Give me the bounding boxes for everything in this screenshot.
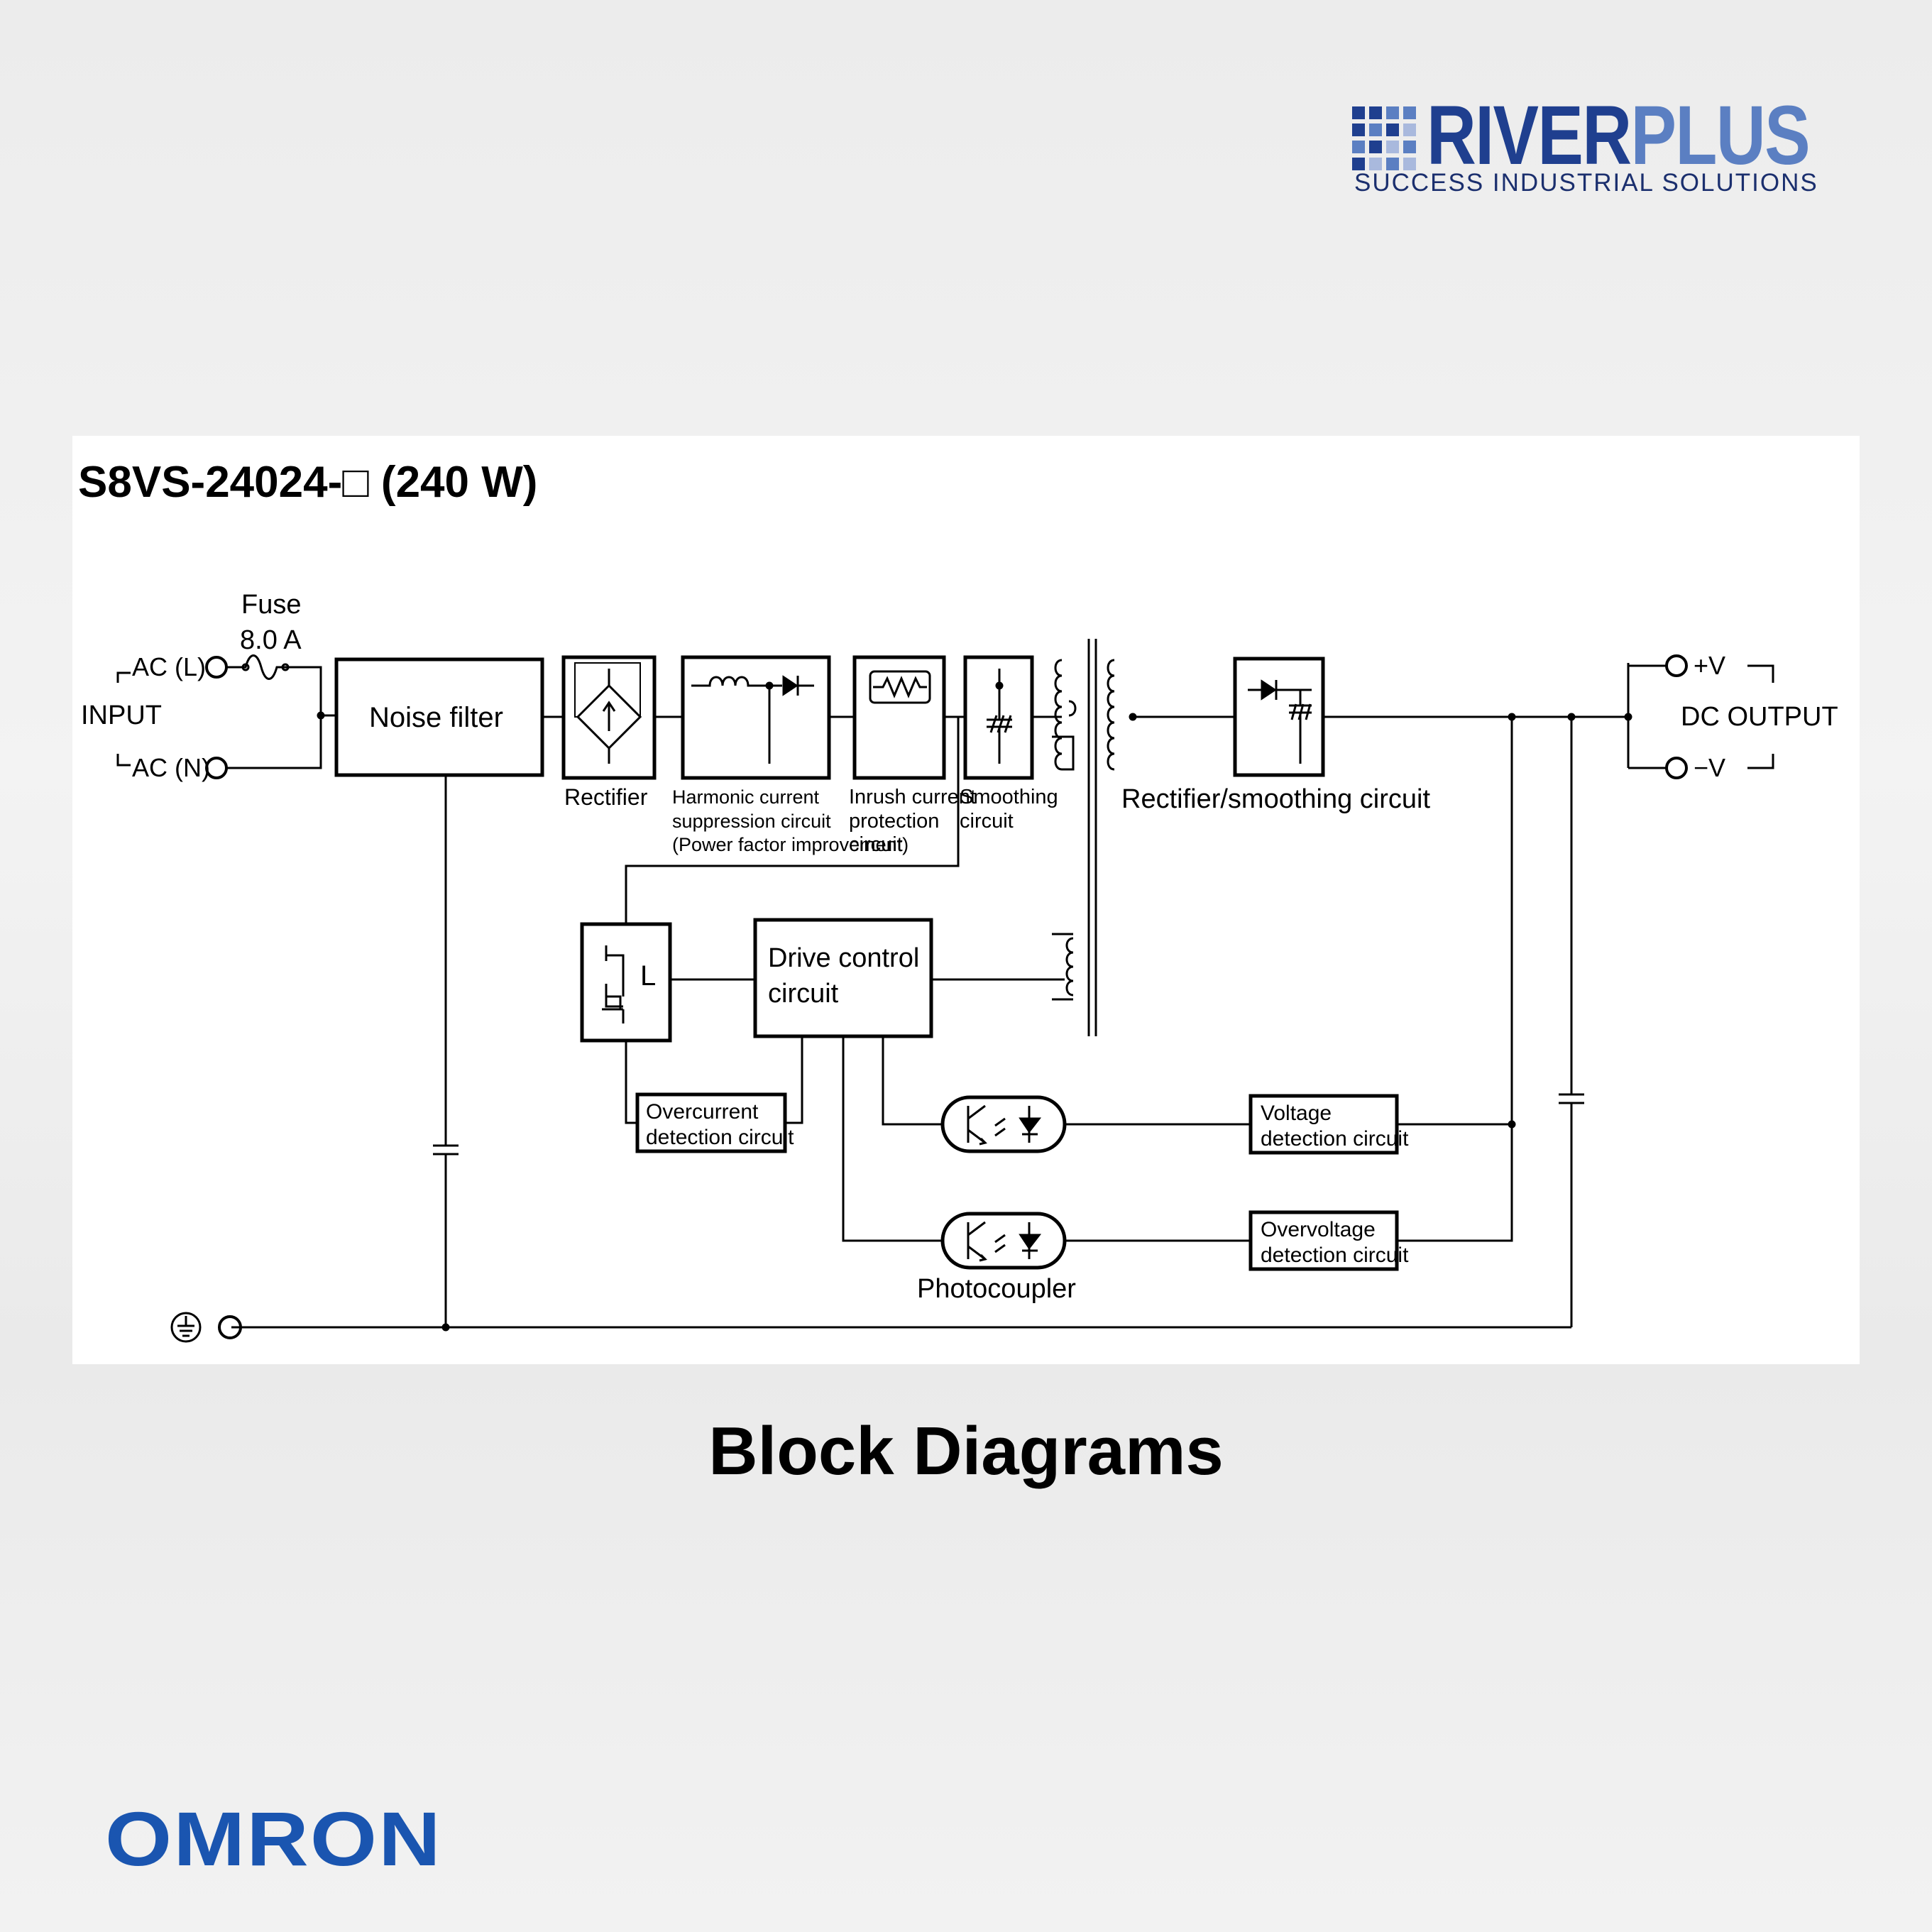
voltage-label-2: detection circuit <box>1261 1127 1409 1151</box>
harmonic-label-2: suppression circuit <box>672 811 831 832</box>
input-bracket <box>116 671 131 767</box>
smoothing-label-1: Smoothing <box>960 786 1058 808</box>
dc-output-label: DC OUTPUT <box>1681 702 1838 732</box>
harmonic-label-3: (Power factor improvement) <box>672 834 909 855</box>
fuse-symbol <box>226 654 285 680</box>
harmonic-label-1: Harmonic current <box>672 786 820 808</box>
fet-icon <box>602 945 625 1023</box>
riverplus-tagline: SUCCESS INDUSTRIAL SOLUTIONS <box>1354 169 1818 197</box>
fuse-label: Fuse <box>241 590 301 620</box>
ac-l-label: AC (L) <box>132 652 206 681</box>
overvoltage-label-2: detection circuit <box>1261 1244 1409 1267</box>
inrush-label-3: circuit <box>849 833 903 856</box>
plus-v-label: +V <box>1694 651 1725 680</box>
photocoupler-2 <box>940 1212 1067 1270</box>
bridge-rectifier-icon <box>576 669 642 764</box>
block-diagram: S8VS-24024-□ (240 W) Fuse 8.0 A INPUT AC… <box>78 458 1838 1343</box>
riverplus-wordmark: RIVERPLUS <box>1427 87 1811 184</box>
overcurrent-box <box>635 1092 787 1153</box>
overcurrent-label-1: Overcurrent <box>646 1100 759 1124</box>
switching-element-box <box>580 922 672 1043</box>
minus-v-terminal <box>1665 757 1688 779</box>
harmonic-box <box>681 655 831 780</box>
fuse-rating: 8.0 A <box>240 625 302 655</box>
switch-l-label: L <box>640 960 656 992</box>
ground-icon <box>170 1312 202 1343</box>
ground-terminal <box>218 1315 242 1339</box>
ac-l-terminal <box>205 656 228 679</box>
capacitor-icon <box>987 669 1012 764</box>
aux-line <box>625 717 960 924</box>
input-wire <box>226 666 336 769</box>
voltage-label-1: Voltage <box>1261 1102 1332 1125</box>
overcurrent-label-2: detection circuit <box>646 1126 794 1149</box>
smoothing-label-2: circuit <box>960 810 1014 833</box>
block-diagram-panel: S8VS-24024-□ (240 W) Fuse 8.0 A INPUT AC… <box>72 436 1860 1364</box>
photocoupler-1 <box>940 1095 1067 1153</box>
riverplus-word-plus: PLUS <box>1630 89 1811 182</box>
drive-control-label-1: Drive control <box>768 943 919 973</box>
ac-n-label: AC (N) <box>132 753 210 782</box>
rect-smoothing-label: Rectifier/smoothing circuit <box>1121 784 1430 814</box>
drive-control-label-2: circuit <box>768 979 839 1009</box>
diagram-title: S8VS-24024-□ (240 W) <box>78 458 537 507</box>
riverplus-logo: RIVERPLUS SUCCESS INDUSTRIAL SOLUTIONS <box>1352 89 1821 197</box>
photocoupler-label: Photocoupler <box>917 1274 1076 1304</box>
transformer-icon <box>1052 639 1115 1036</box>
diode-icon <box>782 675 799 696</box>
plus-v-terminal <box>1665 654 1688 677</box>
inrush-label-1: Inrush current <box>849 786 976 808</box>
minus-v-label: −V <box>1694 753 1725 782</box>
noise-filter-label: Noise filter <box>369 702 503 733</box>
input-label: INPUT <box>81 701 162 730</box>
resistor-icon <box>869 670 931 704</box>
riverplus-word-river: RIVER <box>1427 89 1632 182</box>
inductor-icon <box>691 676 814 687</box>
inrush-label-2: protection <box>849 810 939 833</box>
omron-logo: OMRON <box>105 1796 442 1882</box>
drive-control-box <box>753 918 933 1038</box>
rect-smoothing-box <box>1233 657 1325 777</box>
overvoltage-label-1: Overvoltage <box>1261 1218 1376 1241</box>
caption: Block Diagrams <box>708 1413 1224 1489</box>
riverplus-grid-icon <box>1352 106 1417 170</box>
rectifier-label: Rectifier <box>564 784 648 810</box>
